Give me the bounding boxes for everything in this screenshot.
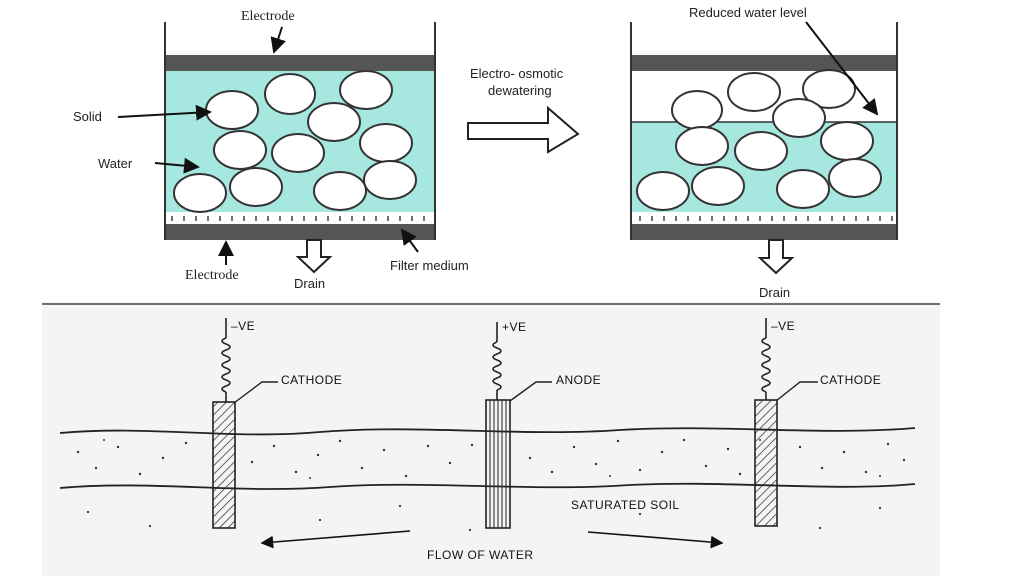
- top-electrode-label: Electrode: [241, 9, 295, 24]
- left-cathode: [212, 318, 278, 529]
- saturated-soil-dots: [76, 438, 906, 532]
- reduced-water-level-label: Reduced water level: [689, 5, 807, 20]
- anode-label: ANODE: [556, 373, 602, 387]
- filter-medium: [166, 212, 434, 224]
- drain-label-right: Drain: [759, 285, 791, 300]
- solid-particles: [173, 70, 417, 213]
- solid-label: Solid: [73, 109, 102, 124]
- flow-of-water-label: FLOW OF WATER: [427, 548, 534, 562]
- right-terminal-label: –VE: [771, 319, 796, 333]
- flow-arrow-left: [260, 530, 411, 549]
- left-container: [117, 22, 436, 274]
- center-anode: [485, 322, 552, 529]
- right-cathode-label: CATHODE: [820, 373, 882, 387]
- top-electrode-plate: [632, 55, 896, 71]
- saturated-soil-label: SATURATED SOIL: [571, 498, 680, 512]
- solid-particles: [636, 69, 882, 211]
- process-arrow: [467, 105, 580, 154]
- right-container: [630, 21, 898, 275]
- left-cathode-label: CATHODE: [281, 373, 343, 387]
- bottom-electrode-plate: [632, 224, 896, 240]
- left-terminal-label: –VE: [231, 319, 256, 333]
- process-label-line2: dewatering: [488, 83, 552, 98]
- drain-arrow: [295, 239, 333, 274]
- flow-arrow-right: [587, 531, 724, 549]
- right-cathode: [754, 318, 818, 527]
- bottom-electrode-label: Electrode: [185, 268, 239, 283]
- water-label: Water: [98, 156, 133, 171]
- filter-medium-label: Filter medium: [390, 258, 469, 273]
- bottom-electrode-plate: [166, 224, 434, 240]
- drain-label-left: Drain: [294, 276, 326, 291]
- top-electrode-plate: [166, 55, 434, 71]
- center-terminal-label: +VE: [502, 320, 527, 334]
- process-label-line1: Electro- osmotic: [470, 66, 564, 81]
- drain-arrow: [757, 239, 795, 275]
